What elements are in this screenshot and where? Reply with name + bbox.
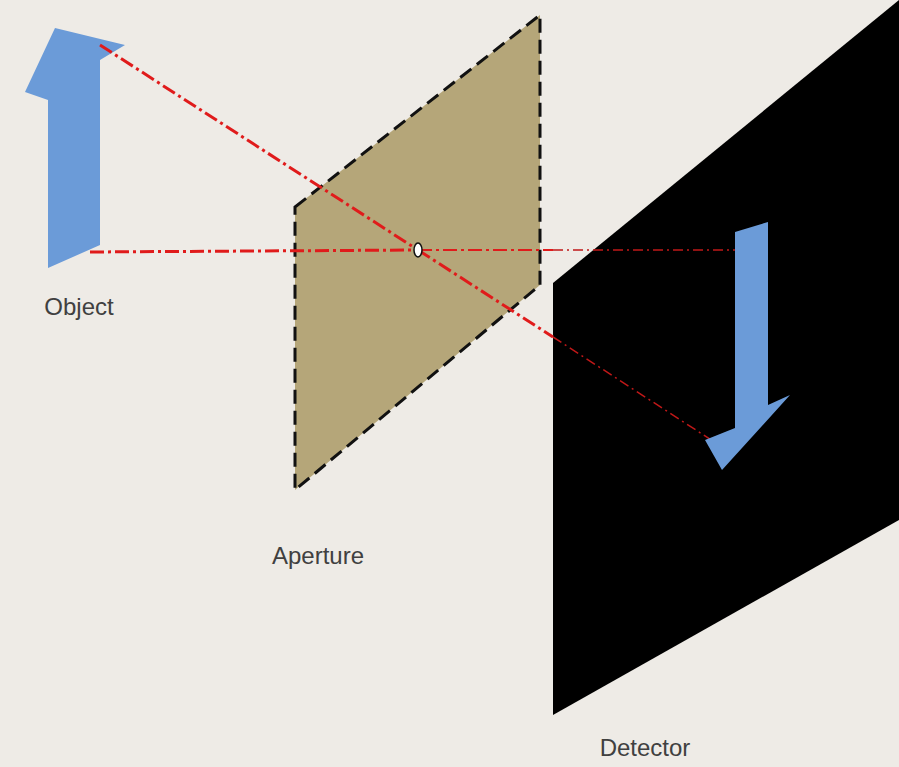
pinhole (414, 243, 422, 257)
ray-line (90, 250, 418, 252)
ray-line (100, 45, 418, 250)
object-arrow (25, 28, 125, 268)
ray-line (553, 249, 740, 251)
ray-line (553, 337, 722, 447)
ray-line (418, 249, 553, 251)
aperture-plate (295, 15, 540, 490)
detector-screen (553, 0, 899, 715)
ray-line (418, 250, 553, 337)
image-arrow (705, 222, 790, 470)
part-label: Detector (600, 734, 691, 763)
part-label: Aperture (272, 542, 364, 571)
part-label: Object (44, 293, 113, 322)
